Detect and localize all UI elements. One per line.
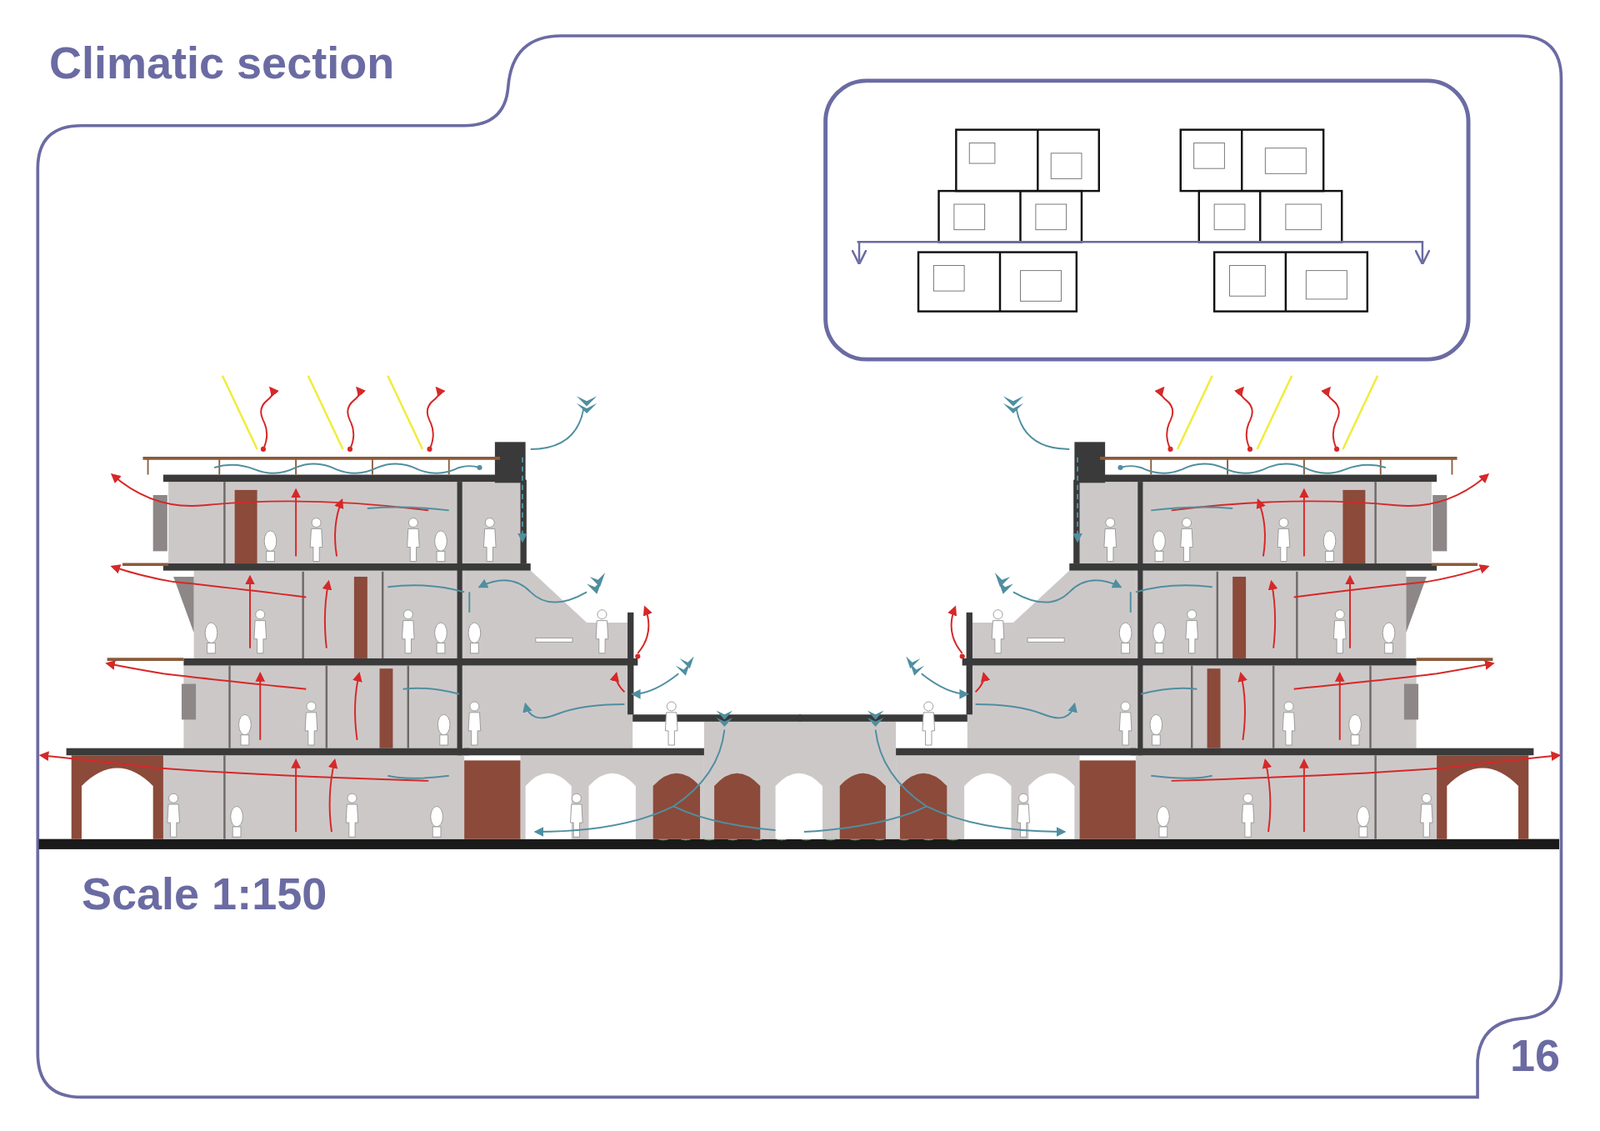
building-section (40, 375, 825, 840)
scale-note: Scale 1:150 (81, 869, 327, 919)
page-frame (37, 35, 1561, 1097)
ground-line (39, 839, 1560, 850)
page-title: Climatic section (49, 38, 395, 88)
page-number: 16 (1510, 1030, 1560, 1080)
key-plan (825, 80, 1469, 360)
